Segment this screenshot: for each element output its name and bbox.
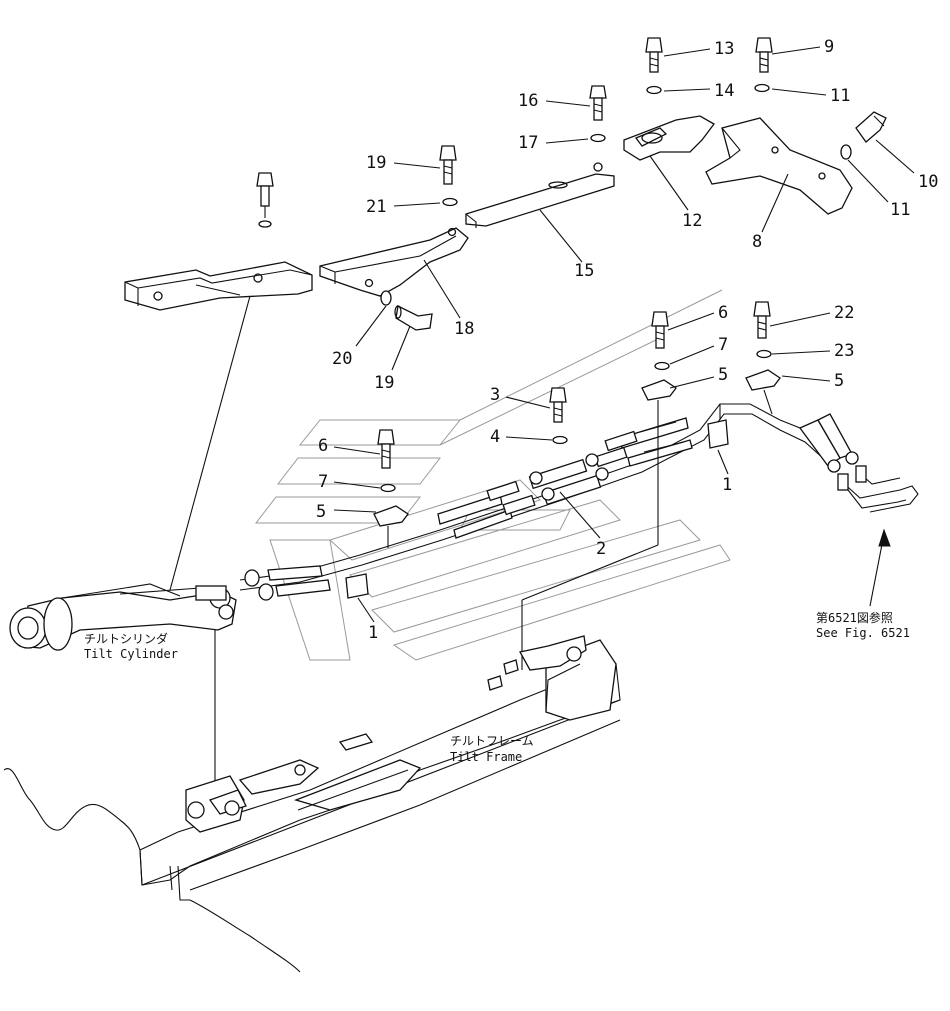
callout-20: 20	[332, 349, 352, 369]
see-fig-label-jp: 第6521図参照	[816, 610, 893, 625]
part-8-bracket	[705, 117, 853, 215]
callout-16: 16	[518, 91, 538, 111]
bolt-cover-left	[256, 172, 274, 228]
callout-5c: 5	[316, 502, 326, 522]
callout-6: 6	[718, 303, 728, 323]
part-15-plate	[465, 162, 615, 228]
callout-11: 11	[830, 86, 850, 106]
captions: チルトシリンダ Tilt Cylinder チルトフレーム Tilt Frame…	[84, 528, 910, 764]
callout-3: 3	[490, 385, 500, 405]
callout-14: 14	[714, 81, 734, 101]
bolt-22	[753, 301, 771, 339]
part-18-cover	[319, 227, 469, 297]
washer-7-right	[654, 361, 670, 371]
hose-assembly	[214, 389, 919, 800]
callout-7: 7	[718, 335, 728, 355]
watermark-logo	[254, 289, 731, 661]
tilt-frame-label-jp: チルトフレーム	[450, 734, 534, 748]
bolt-6-left	[377, 429, 395, 469]
washer-11	[754, 83, 770, 93]
tilt-frame-label-en: Tilt Frame	[450, 750, 522, 764]
callout-6b: 6	[318, 436, 328, 456]
callout-23: 23	[834, 341, 854, 361]
see-fig-arrow-icon	[878, 528, 891, 547]
bolt-19-low	[394, 305, 433, 331]
bolt-13	[645, 37, 663, 73]
bolt-10	[855, 111, 887, 143]
washer-20	[380, 290, 392, 306]
washer-23	[756, 349, 772, 359]
cover-left	[124, 261, 313, 591]
bolt-16	[589, 85, 607, 121]
clamp-5-far	[745, 369, 781, 391]
callout-1: 1	[722, 475, 732, 495]
tilt-cylinder-label-jp: チルトシリンダ	[84, 631, 168, 646]
washer-11b	[840, 144, 852, 160]
callout-5: 5	[718, 365, 728, 385]
washer-21	[442, 197, 458, 207]
callout-19: 19	[366, 153, 386, 173]
callout-9: 9	[824, 37, 834, 57]
callout-19b: 19	[374, 373, 394, 393]
bolt-19-top	[439, 145, 457, 185]
washer-4	[552, 435, 568, 445]
callout-8: 8	[752, 232, 762, 252]
callout-18: 18	[454, 319, 474, 339]
callout-7b: 7	[318, 472, 328, 492]
washer-7-left	[380, 483, 396, 493]
callout-12: 12	[682, 211, 702, 231]
callout-21: 21	[366, 197, 386, 217]
callout-22: 22	[834, 303, 854, 323]
callout-17: 17	[518, 133, 538, 153]
see-fig-label-en: See Fig. 6521	[816, 626, 910, 640]
washer-17	[590, 133, 606, 143]
tilt-frame	[3, 635, 621, 973]
tilt-cylinder-label-en: Tilt Cylinder	[84, 647, 178, 661]
bolt-6-right	[651, 311, 669, 349]
bolt-3	[549, 387, 567, 423]
callout-numbers: 13 9 14 11 16 10 17 11 12 19 8 21 15 18 …	[316, 37, 938, 643]
part-12-bracket	[623, 115, 715, 161]
callout-15: 15	[574, 261, 594, 281]
callout-11b: 11	[890, 200, 910, 220]
tilt-cylinder	[9, 583, 237, 651]
callout-4: 4	[490, 427, 500, 447]
callout-13: 13	[714, 39, 734, 59]
bolt-9	[755, 37, 773, 73]
callout-10: 10	[918, 172, 938, 192]
washer-14	[646, 85, 662, 95]
clamp-5-right	[641, 379, 677, 401]
callout-2: 2	[596, 539, 606, 559]
callout-1b: 1	[368, 623, 378, 643]
clamp-5-left	[373, 505, 409, 527]
callout-5b: 5	[834, 371, 844, 391]
